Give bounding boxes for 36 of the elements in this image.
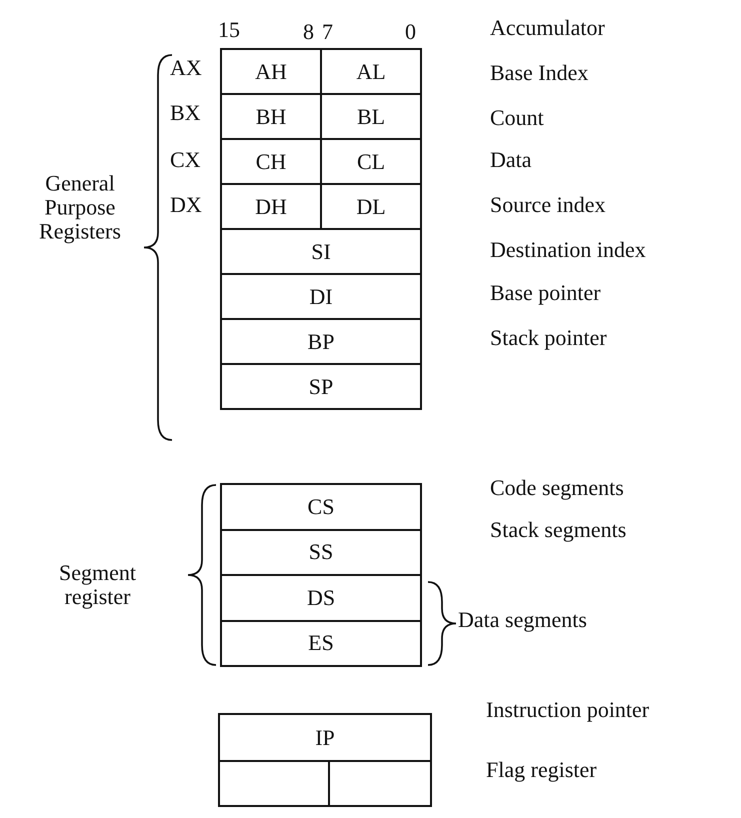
empty-register-cell — [218, 760, 330, 807]
register-description: Accumulator — [490, 16, 605, 40]
register-cell: DS — [220, 574, 422, 622]
register-cell: SS — [220, 528, 422, 576]
register-cell: BP — [220, 318, 422, 365]
register-description: Base pointer — [490, 280, 601, 306]
register-cell: ES — [220, 620, 422, 667]
register-cell: AL — [320, 48, 422, 95]
register-cell: CS — [220, 483, 422, 530]
bit-number: 7 — [322, 20, 333, 44]
register-cell: SP — [220, 363, 422, 410]
register-description: Stack pointer — [490, 326, 607, 350]
register-description: Flag register — [486, 758, 597, 782]
empty-register-cell — [328, 760, 432, 807]
register-name: BX — [170, 100, 201, 126]
register-description: Destination index — [490, 238, 646, 262]
register-cell: SI — [220, 228, 422, 275]
register-description: Data — [490, 148, 532, 172]
register-description: Data segments — [458, 608, 587, 632]
register-description: Stack segments — [490, 518, 626, 542]
group-label: Segment register — [58, 560, 137, 610]
bit-number: 8 — [303, 20, 314, 44]
register-description: Base Index — [490, 60, 588, 86]
register-description: Code segments — [490, 476, 624, 500]
register-name: AX — [170, 56, 202, 80]
register-cell: DI — [220, 273, 422, 320]
bit-number: 0 — [405, 20, 416, 44]
register-description: Instruction pointer — [486, 698, 650, 722]
register-name: DX — [170, 192, 202, 218]
register-cell: IP — [218, 713, 432, 762]
register-name: CX — [170, 148, 201, 172]
register-description: Count — [490, 106, 544, 130]
register-description: Source index — [490, 192, 606, 218]
group-label: General Purpose Registers — [38, 172, 122, 244]
register-cell: AH — [220, 48, 322, 95]
bit-number: 15 — [218, 18, 240, 42]
